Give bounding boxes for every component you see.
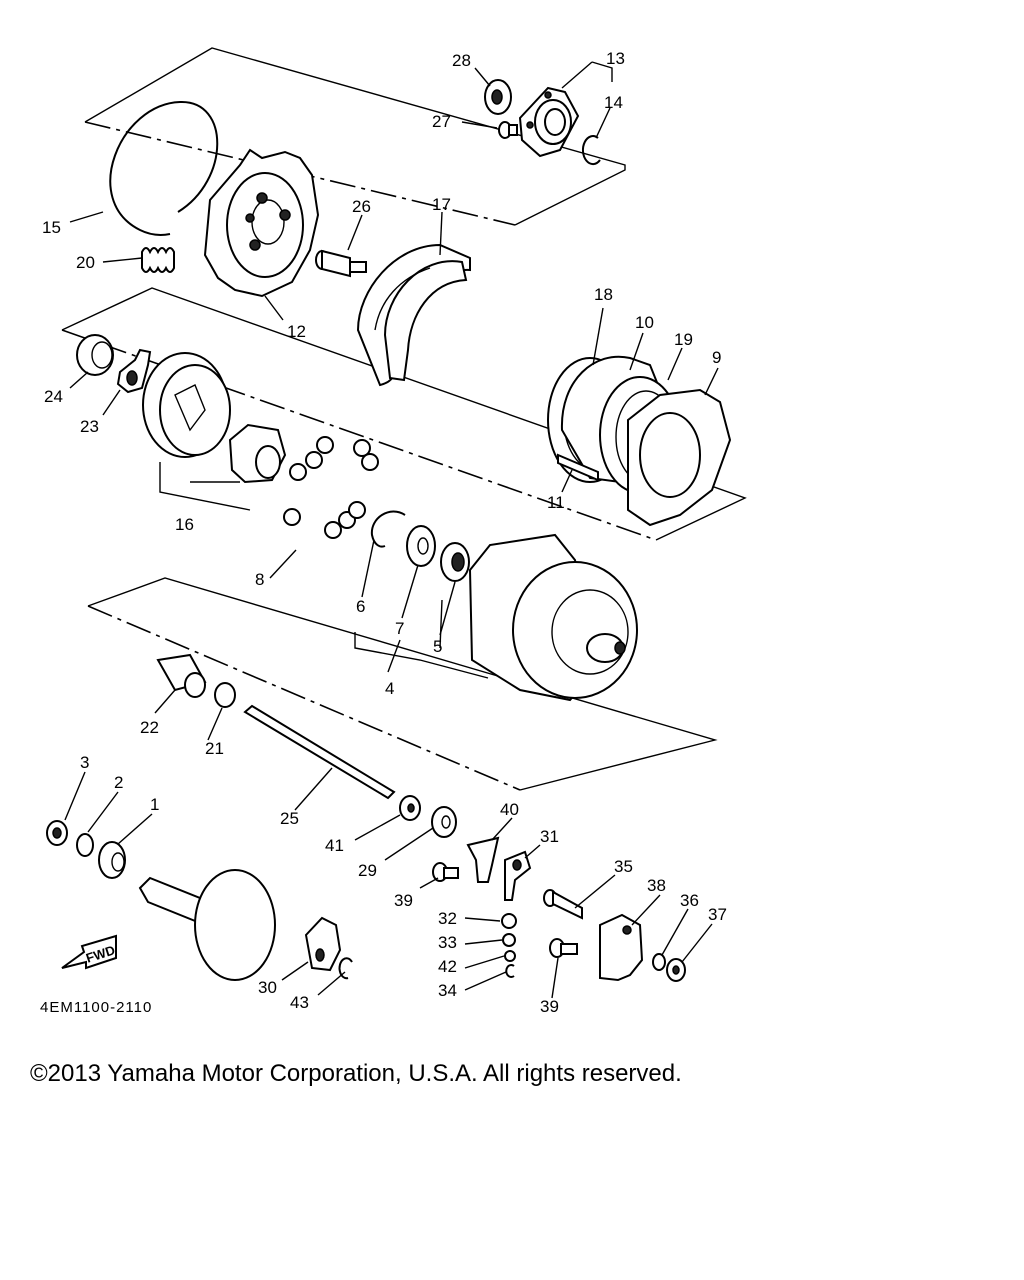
part-14-circlip [581,135,601,166]
callout-5: 5 [433,637,442,656]
leader-lines [64,61,719,999]
callout-7: 7 [395,619,404,638]
callout-22: 22 [140,718,159,737]
part-41-washer [399,795,421,821]
callout-15: 15 [42,218,61,237]
callout-25: 25 [280,809,299,828]
callout-36: 36 [680,891,699,910]
part-38-bracket [599,913,644,982]
part-21-washer [214,682,236,708]
callout-34: 34 [438,981,457,1000]
callout-33: 33 [438,933,457,952]
callout-8: 8 [255,570,264,589]
part-16-clutch-housing [142,352,287,484]
callout-43: 43 [290,993,309,1012]
part-6-circlip [370,510,406,548]
callout-2: 2 [114,773,123,792]
callout-13: 13 [606,49,625,68]
part-12-pressure-plate [203,148,320,298]
part-11-springs [557,453,599,482]
part-24-bearing [76,334,114,376]
part-8-balls [283,436,379,539]
callout-31: 31 [540,827,559,846]
part-7-washer [406,525,436,567]
part-28-bearing [484,79,512,115]
callout-labels: 28 13 14 27 15 20 26 17 12 18 10 19 9 24… [42,49,727,1016]
part-34-clip [505,964,515,978]
callout-32: 32 [438,909,457,928]
part-30-shift-cam [304,916,342,972]
callout-23: 23 [80,417,99,436]
part-37-nut [666,958,686,982]
callout-21: 21 [205,739,224,758]
part-20-spring [141,247,175,273]
part-27-screw [498,121,518,139]
part-9-plate [627,388,732,527]
callout-3: 3 [80,753,89,772]
callout-29: 29 [358,861,377,880]
callout-9: 9 [712,348,721,367]
part-42-washer [504,950,516,962]
part-40-lever [466,836,500,883]
part-15-snap-ring [109,100,219,236]
callout-41: 41 [325,836,344,855]
callout-19: 19 [674,330,693,349]
callout-6: 6 [356,597,365,616]
callout-4: 4 [385,679,394,698]
part-23-lock-washer [116,348,152,394]
callout-40: 40 [500,800,519,819]
callout-10: 10 [635,313,654,332]
callout-28: 28 [452,51,471,70]
part-39-bolt-a [432,862,459,882]
part-36-washer [652,953,666,971]
callout-27: 27 [432,112,451,131]
callout-18: 18 [594,285,613,304]
part-3-nut [46,820,68,846]
callout-39-upper: 39 [394,891,413,910]
callout-37: 37 [708,905,727,924]
copyright-notice: ©2013 Yamaha Motor Corporation, U.S.A. A… [30,1060,682,1087]
part-2-washer [76,833,94,857]
part-43-circlip [338,957,353,980]
callout-17: 17 [432,195,451,214]
callout-16: 16 [175,515,194,534]
part-5-bearing [440,542,470,582]
fwd-arrow-icon: FWD [61,934,117,970]
part-4-clutch-drum [468,533,638,702]
part-code: 4EM1100-2110 [40,999,152,1016]
part-35-bolt [543,889,583,920]
callout-11: 11 [547,493,565,512]
callout-26: 26 [352,197,371,216]
part-22-bushing [156,653,207,698]
part-29-seal [431,806,457,838]
part-1-gear [98,841,126,879]
callout-30: 30 [258,978,277,997]
callout-1: 1 [150,795,159,814]
part-32-collar [501,913,517,929]
exploded-parts-diagram: FWD [40,47,747,1016]
callout-20: 20 [76,253,95,272]
callout-42: 42 [438,957,457,976]
part-17-friction-plates [356,243,471,387]
callout-39-lower: 39 [540,997,559,1016]
part-25-shaft [243,704,396,800]
part-33-spring [502,933,516,947]
part-crankshaft [138,869,276,981]
callout-12: 12 [287,322,306,341]
callout-24: 24 [44,387,63,406]
callout-35: 35 [614,857,633,876]
part-31-arm [504,850,532,901]
callout-14: 14 [604,93,623,112]
part-39-bolt-b [549,938,578,958]
callout-38: 38 [647,876,666,895]
part-26-push-rod [315,249,367,278]
part-13-plate [518,86,580,158]
